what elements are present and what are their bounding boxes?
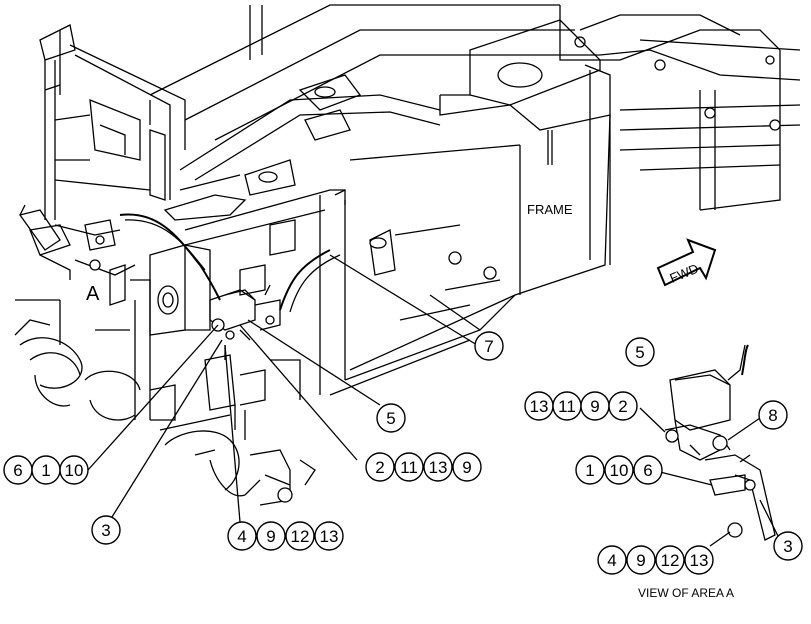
area-a-detail-art bbox=[639, 344, 781, 547]
callout-number: 13 bbox=[530, 397, 549, 416]
callout-circle bbox=[474, 331, 504, 361]
callout-number: 12 bbox=[291, 527, 310, 546]
frame-label: FRAME bbox=[527, 202, 573, 217]
callout-number: 6 bbox=[13, 461, 22, 480]
callout-c-8: 8 bbox=[758, 400, 788, 430]
callout-number: 11 bbox=[558, 397, 576, 416]
callout-number: 2 bbox=[375, 458, 384, 477]
callout-number: 1 bbox=[41, 461, 50, 480]
callout-number: 9 bbox=[462, 458, 471, 477]
callout-circle bbox=[684, 545, 714, 575]
callout-circle bbox=[423, 452, 453, 482]
callout-circle bbox=[452, 452, 482, 482]
callout-number: 11 bbox=[400, 458, 418, 477]
view-caption: VIEW OF AREA A bbox=[638, 586, 734, 600]
callout-number: 7 bbox=[484, 337, 493, 356]
callout-number: 9 bbox=[266, 527, 275, 546]
callout-circle bbox=[625, 337, 655, 367]
callout-circle bbox=[655, 545, 685, 575]
callout-circle bbox=[758, 400, 788, 430]
callout-number: 1 bbox=[585, 461, 594, 480]
callout-c-3-view: 3 bbox=[773, 531, 803, 561]
callout-c-7: 7 bbox=[474, 331, 504, 361]
callout-c-1-10-6: 1 10 6 bbox=[575, 455, 663, 485]
callout-number: 3 bbox=[101, 521, 110, 540]
callout-circle bbox=[59, 455, 89, 485]
callout-number: 5 bbox=[635, 343, 644, 362]
callout-circle bbox=[597, 545, 627, 575]
callout-number: 4 bbox=[607, 551, 616, 570]
callout-circle bbox=[773, 531, 803, 561]
callout-number: 12 bbox=[661, 551, 680, 570]
callout-c-4-9-12-13-main: 4 9 12 13 bbox=[227, 521, 344, 551]
callout-c-2-11-13-9: 2 11 13 9 bbox=[365, 452, 482, 482]
callout-number: 2 bbox=[618, 397, 627, 416]
callout-number: 8 bbox=[768, 406, 777, 425]
callout-number: 4 bbox=[237, 527, 246, 546]
callout-circle bbox=[394, 452, 424, 482]
callout-number: 3 bbox=[783, 537, 792, 556]
callout-number: 10 bbox=[610, 461, 629, 480]
fwd-label: FWD bbox=[668, 261, 701, 286]
callout-number: 9 bbox=[636, 551, 645, 570]
callout-circle bbox=[608, 391, 638, 421]
callout-c-3-main: 3 bbox=[91, 515, 121, 545]
callout-number: 13 bbox=[429, 458, 448, 477]
callout-c-5-view: 5 bbox=[625, 337, 655, 367]
callout-number: 6 bbox=[643, 461, 652, 480]
callout-circle bbox=[256, 521, 286, 551]
leader-lines bbox=[87, 254, 478, 523]
area-a-label: A bbox=[86, 283, 100, 305]
frame-line-art bbox=[14, 4, 801, 506]
callout-c-5-main: 5 bbox=[376, 403, 406, 433]
callout-circle bbox=[376, 403, 406, 433]
callout-circle bbox=[604, 455, 634, 485]
callout-number: 10 bbox=[65, 461, 84, 480]
callout-number: 13 bbox=[320, 527, 339, 546]
callout-circle bbox=[633, 455, 663, 485]
callout-circle bbox=[365, 452, 395, 482]
callout-circle bbox=[227, 521, 257, 551]
callout-circle bbox=[314, 521, 344, 551]
callout-circle bbox=[91, 515, 121, 545]
callout-number: 13 bbox=[690, 551, 709, 570]
callout-circle bbox=[626, 545, 656, 575]
callout-number: 9 bbox=[590, 397, 599, 416]
callout-circle bbox=[575, 455, 605, 485]
callout-circle bbox=[285, 521, 315, 551]
callout-number: 5 bbox=[386, 409, 395, 428]
callout-c-4-9-12-13-view: 4 9 12 13 bbox=[597, 545, 714, 575]
